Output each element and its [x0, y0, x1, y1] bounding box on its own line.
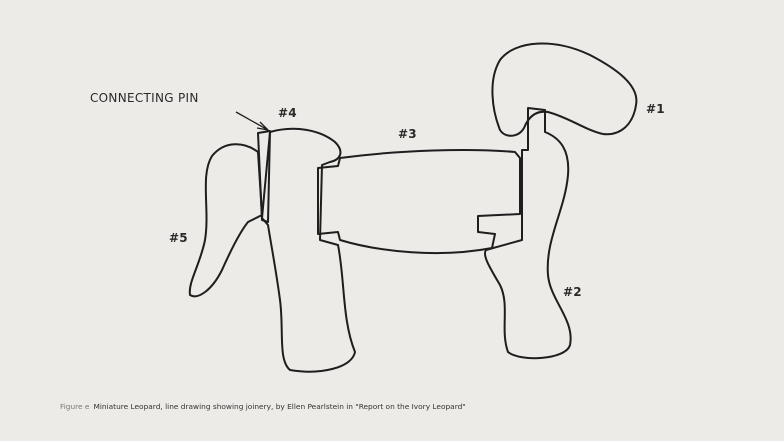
- piece-1-head: [491, 42, 638, 137]
- connecting-pin-arrow: [235, 111, 269, 131]
- caption-text: Miniature Leopard, line drawing showing …: [93, 402, 466, 411]
- piece-3-body: [317, 149, 521, 255]
- connecting-pin: [257, 130, 271, 223]
- piece-5-label: #5: [169, 231, 188, 245]
- piece-3-label: #3: [398, 127, 417, 141]
- piece-2-hind-leg: [484, 107, 572, 360]
- piece-4-front-leg: [261, 127, 356, 373]
- piece-2-label: #2: [563, 285, 582, 299]
- piece-1-label: #1: [646, 102, 665, 116]
- piece-4-label: #4: [278, 106, 297, 120]
- connecting-pin-label: CONNECTING PIN: [90, 91, 199, 105]
- figure-number: Figure e: [60, 402, 90, 411]
- piece-5-front-leg: [188, 143, 263, 298]
